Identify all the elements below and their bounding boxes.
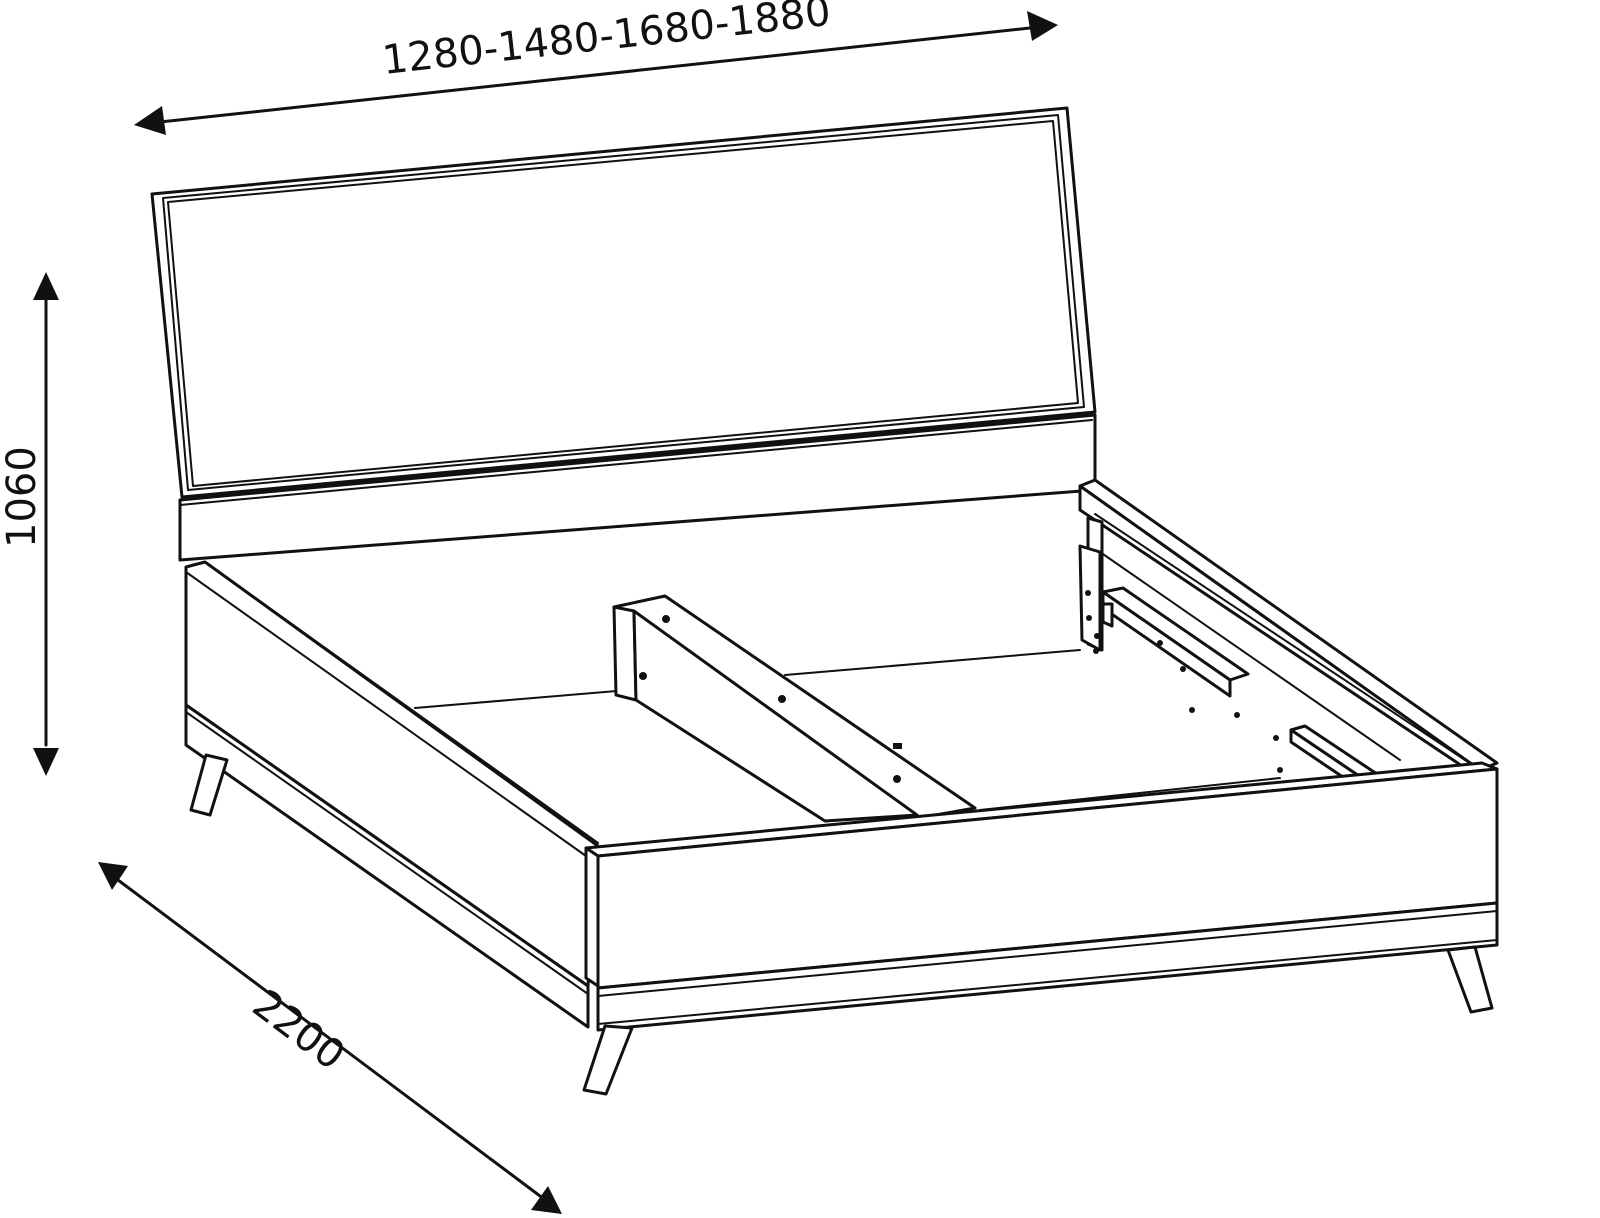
legs [189,753,1494,1096]
left-rail [184,560,600,1029]
right-rail [1078,478,1499,780]
center-beam [612,594,977,823]
headboard [150,106,1097,562]
width-dimension: 1280-1480-1680-1880 [134,0,1058,135]
height-label: 1060 [0,446,45,548]
length-label: 2200 [244,981,353,1079]
footboard [584,761,1499,1032]
width-label: 1280-1480-1680-1880 [380,0,833,84]
slat-bracket-upper [1085,586,1250,718]
height-dimension: 1060 [0,272,59,776]
